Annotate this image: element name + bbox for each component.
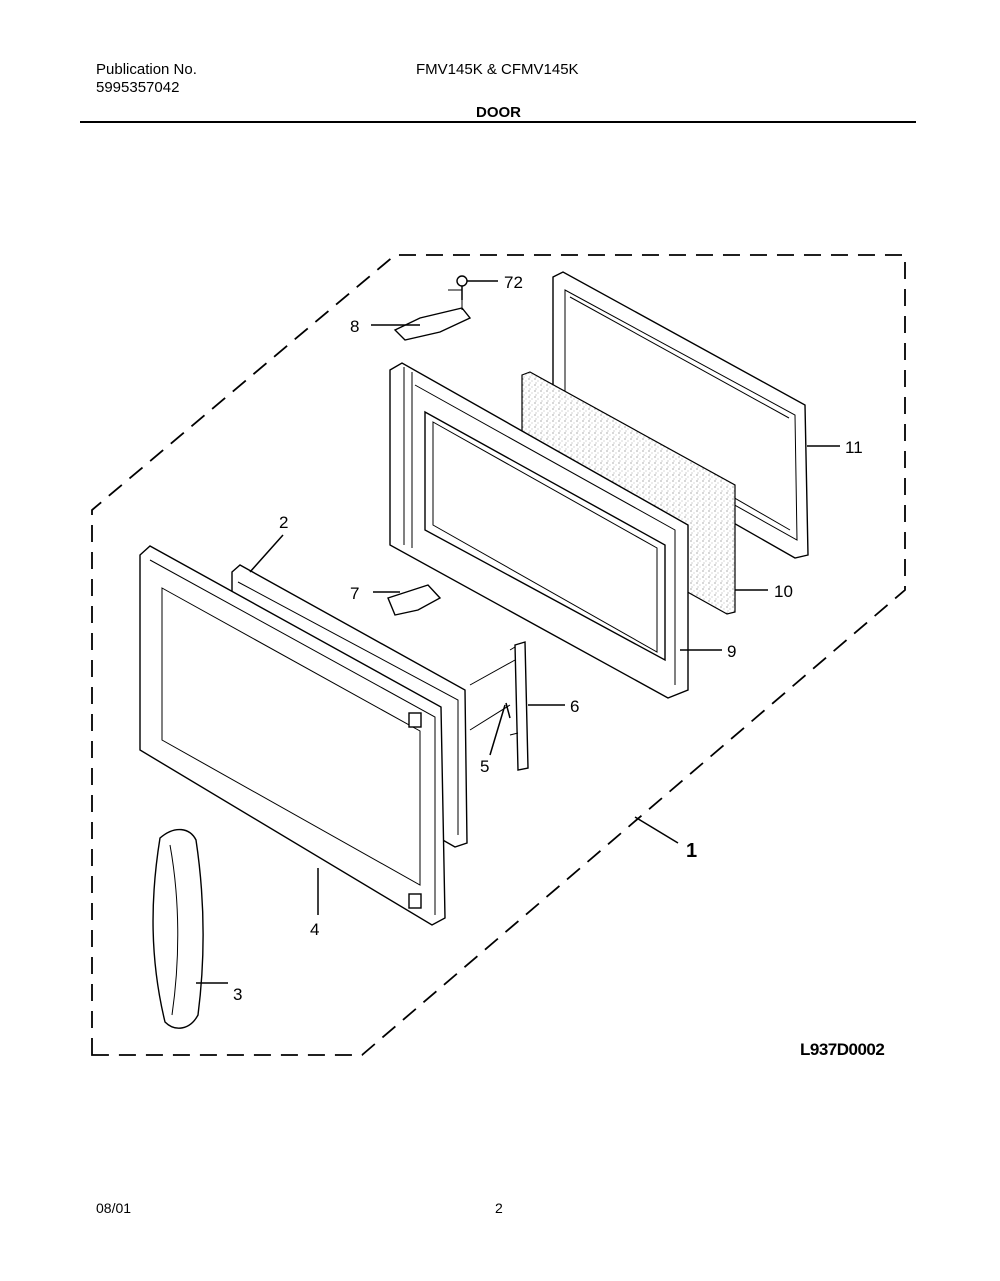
part-rear-frame (552, 271, 809, 559)
drawing-code: L937D0002 (800, 1040, 885, 1059)
callout-3: 3 (233, 985, 242, 1004)
page-number: 2 (495, 1200, 503, 1216)
part-inner-frame (389, 362, 689, 699)
callout-8: 8 (350, 317, 359, 336)
callout-1: 1 (686, 840, 697, 862)
assembly-boundary (91, 254, 906, 1056)
part-upper-hinge (393, 289, 472, 341)
leader-lines (196, 280, 840, 984)
callout-2: 2 (279, 513, 288, 532)
publication-number: 5995357042 (96, 79, 180, 96)
header-rule (80, 121, 916, 123)
callout-72: 72 (504, 273, 523, 292)
model-number: FMV145K & CFMV145K (416, 61, 579, 78)
callout-4: 4 (310, 920, 319, 939)
part-lower-hinge (387, 584, 442, 616)
callout-9: 9 (727, 642, 736, 661)
section-title: DOOR (476, 104, 521, 121)
callout-10: 10 (774, 582, 793, 601)
footer-date: 08/01 (96, 1200, 132, 1216)
callout-7: 7 (350, 584, 359, 603)
part-screw (456, 275, 468, 300)
part-handle (152, 828, 204, 1029)
callout-5: 5 (480, 757, 489, 776)
publication-label: Publication No. (96, 61, 197, 78)
callout-6: 6 (570, 697, 579, 716)
part-outer-door (139, 545, 446, 926)
part-spring (505, 702, 511, 719)
callout-11: 11 (845, 438, 863, 457)
part-latch (509, 641, 529, 771)
